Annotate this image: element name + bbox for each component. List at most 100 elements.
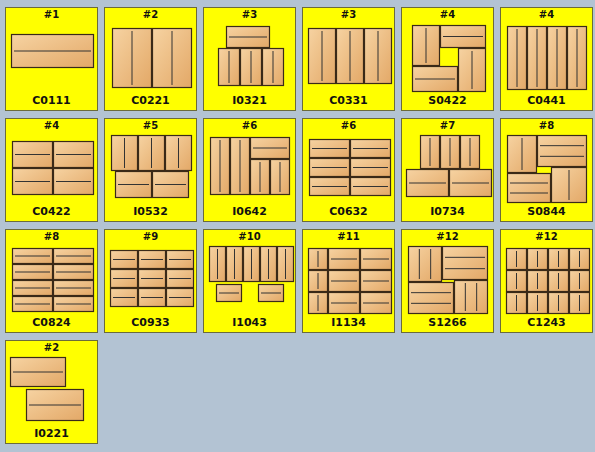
pattern-code: I0321	[204, 94, 295, 107]
plank-seam	[229, 51, 230, 83]
plank-board	[217, 285, 242, 302]
plank-seam	[426, 28, 427, 63]
pattern-tile: #12S1266	[401, 229, 494, 333]
pattern-code: C0111	[6, 94, 97, 107]
plank-board	[231, 138, 250, 195]
plank-seam	[178, 138, 179, 168]
piece-count: #8	[501, 120, 592, 132]
plank-board	[329, 293, 360, 314]
plank-board	[153, 29, 192, 88]
plank-seam	[537, 29, 538, 87]
plank-seam	[579, 273, 580, 289]
plank-board	[139, 251, 166, 269]
plank-board	[508, 136, 537, 173]
plank-seam	[141, 259, 163, 260]
plank-seam	[261, 293, 281, 294]
pattern-tile: #4C0441	[500, 7, 593, 111]
plank-seam	[558, 273, 559, 289]
plank-board	[227, 27, 270, 48]
plank-seam	[169, 278, 191, 279]
piece-count: #4	[501, 9, 592, 21]
plank-board	[528, 249, 548, 270]
pattern-code: I0642	[204, 205, 295, 218]
pattern-code: C1243	[501, 316, 592, 329]
piece-count: #3	[204, 9, 295, 21]
plank-board	[549, 271, 569, 292]
piece-count: #12	[402, 231, 493, 243]
plank-seam	[251, 249, 252, 279]
plank-seam	[56, 256, 91, 257]
pattern-code: I1134	[303, 316, 394, 329]
pattern-tile: #8C0824	[5, 229, 98, 333]
pattern-code: C0422	[6, 205, 97, 218]
plank-board	[219, 49, 240, 86]
plank-seam	[220, 140, 221, 192]
piece-count: #8	[6, 231, 97, 243]
plank-seam	[411, 292, 451, 293]
piece-count: #4	[6, 120, 97, 132]
plank-board	[549, 249, 569, 270]
plank-seam	[445, 257, 485, 258]
piece-count: #1	[6, 9, 97, 21]
plank-board	[167, 270, 194, 288]
pattern-code: S0844	[501, 205, 592, 218]
plank-seam	[540, 145, 584, 146]
plank-seam	[273, 51, 274, 83]
pattern-code: C0441	[501, 94, 592, 107]
pattern-code: C0824	[6, 316, 97, 329]
plank-seam	[452, 183, 489, 184]
plank-board	[210, 247, 226, 282]
pattern-tile: #4C0422	[5, 118, 98, 222]
plank-seam	[540, 156, 584, 157]
plank-board	[329, 249, 360, 270]
plank-seam	[378, 31, 379, 81]
plank-board	[13, 297, 53, 312]
piece-count: #5	[105, 120, 196, 132]
pattern-code: I1043	[204, 316, 295, 329]
plank-board	[413, 67, 458, 92]
plank-seam	[56, 304, 91, 305]
plank-seam	[537, 251, 538, 267]
plank-seam	[579, 295, 580, 311]
pattern-tile: #8S0844	[500, 118, 593, 222]
pattern-tile: #5I0532	[104, 118, 197, 222]
plank-board	[461, 136, 480, 169]
plank-seam	[240, 140, 241, 192]
plank-board	[337, 29, 364, 84]
pattern-code: I0734	[402, 205, 493, 218]
plank-board	[309, 293, 328, 314]
plank-seam	[331, 259, 357, 260]
plank-seam	[229, 37, 267, 38]
plank-board	[167, 289, 194, 307]
plank-seam	[510, 193, 548, 194]
plank-board	[361, 249, 392, 270]
plank-seam	[312, 167, 347, 168]
plank-seam	[15, 272, 50, 273]
plank-board	[139, 136, 165, 171]
plank-board	[259, 285, 284, 302]
pattern-tile: #3I0321	[203, 7, 296, 111]
plank-board	[570, 271, 590, 292]
plank-seam	[445, 268, 485, 269]
plank-board	[54, 297, 94, 312]
plank-board	[54, 281, 94, 296]
plank-seam	[169, 297, 191, 298]
plank-seam	[113, 297, 135, 298]
plank-board	[459, 49, 486, 92]
plank-board	[421, 136, 440, 169]
pattern-tile: #7I0734	[401, 118, 494, 222]
plank-board	[552, 168, 587, 203]
plank-board	[413, 26, 440, 66]
plank-seam	[430, 138, 431, 166]
plank-board	[251, 160, 270, 195]
plank-board	[507, 249, 527, 270]
plank-board	[508, 174, 551, 203]
plank-seam	[234, 249, 235, 279]
plank-board	[309, 271, 328, 292]
plank-seam	[132, 31, 133, 85]
plank-seam	[537, 273, 538, 289]
plank-seam	[516, 273, 517, 289]
plank-board	[139, 289, 166, 307]
plank-board	[455, 281, 488, 314]
